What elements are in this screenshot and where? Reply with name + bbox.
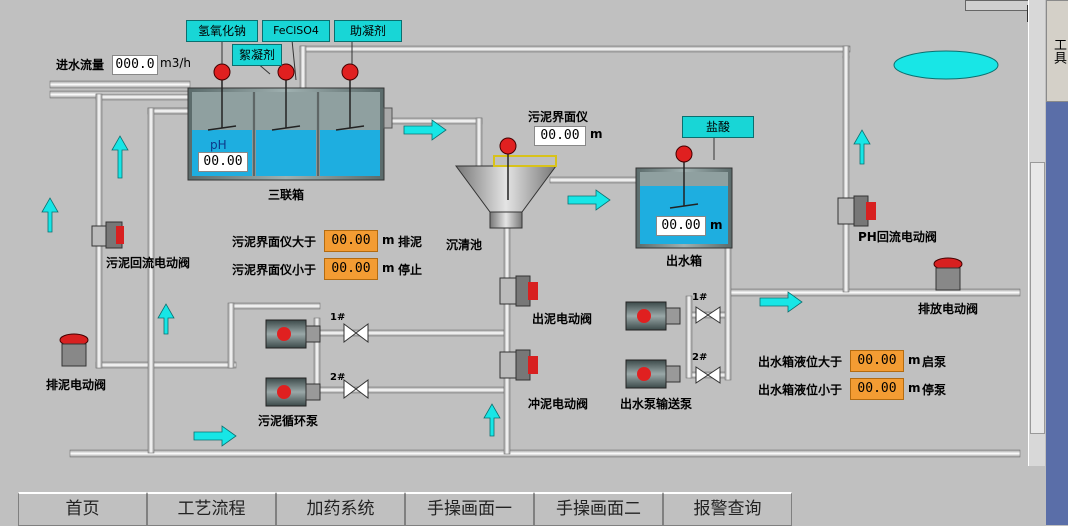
nav-tabs: 首页 工艺流程 加药系统 手操画面一 手操画面二 报警查询 (18, 492, 792, 526)
tab-manual-2[interactable]: 手操画面二 (534, 492, 663, 526)
sludge-low-action: 停止 (398, 263, 423, 277)
level-low-unit: m (908, 381, 921, 395)
level-high-action: 启泵 (922, 355, 947, 369)
sludge-high-action: 排泥 (398, 235, 423, 249)
ph-label: pH (210, 138, 227, 152)
tag-flocculant: 絮凝剂 (232, 44, 282, 66)
level-low-action: 停泵 (922, 383, 947, 397)
tag-naoh: 氢氧化钠 (186, 20, 258, 42)
status-indicator (893, 50, 999, 80)
right-side-panel (1046, 0, 1068, 525)
level-low-label: 出水箱液位小于 (758, 383, 843, 397)
tools-tab[interactable]: 工具 (1046, 0, 1068, 102)
flow-arrows (41, 119, 871, 447)
sludge-high-input[interactable]: 00.00 (324, 230, 378, 252)
level-high-input[interactable]: 00.00 (850, 350, 904, 372)
outlet-tank-label: 出水箱 (666, 254, 703, 268)
scrollbar-thumb[interactable] (1030, 162, 1045, 434)
tab-home[interactable]: 首页 (18, 492, 147, 526)
top-panel (965, 0, 1029, 11)
check-valves (343, 306, 721, 399)
sludge-high-label: 污泥界面仪大于 (232, 235, 317, 249)
outlet-pump1-label: 1# (692, 292, 708, 303)
sludge-pump1-label: 1# (330, 312, 346, 323)
outlet-level-value: 00.00 (656, 216, 706, 236)
clarifier (455, 137, 557, 229)
tag-coag-aid: 助凝剂 (334, 20, 402, 42)
sludge-interface-value: 00.00 (534, 126, 586, 146)
pumps (265, 301, 681, 407)
sludge-low-label: 污泥界面仪小于 (232, 263, 317, 277)
clarifier-label: 沉清池 (446, 238, 483, 252)
tab-alarm-query[interactable]: 报警查询 (663, 492, 792, 526)
triple-tank-label: 三联箱 (268, 188, 305, 202)
ph-value: 00.00 (198, 152, 248, 172)
sludge-low-input[interactable]: 00.00 (324, 258, 378, 280)
level-high-unit: m (908, 353, 921, 367)
sludge-pump-label[interactable]: 污泥循环泵 (258, 414, 319, 428)
tab-dosing-system[interactable]: 加药系统 (276, 492, 405, 526)
flush-valve-label[interactable]: 冲泥电动阀 (528, 397, 589, 411)
inflow-unit: m3/h (160, 56, 191, 70)
outlet-pump2-label: 2# (692, 352, 708, 363)
sludge-interface-label: 污泥界面仪 (528, 110, 589, 124)
tab-manual-1[interactable]: 手操画面一 (405, 492, 534, 526)
vertical-scrollbar[interactable] (1028, 0, 1045, 466)
outlet-pump-label[interactable]: 出水泵输送泵 (620, 397, 693, 411)
level-high-label: 出水箱液位大于 (758, 355, 843, 369)
outlet-level-unit: m (710, 218, 723, 232)
tag-fecl: FeClSO4 (262, 20, 330, 42)
tag-hcl: 盐酸 (682, 116, 754, 138)
sludge-out-valve-label[interactable]: 出泥电动阀 (532, 312, 593, 326)
sludge-low-unit: m (382, 261, 395, 275)
ph-return-valve-label[interactable]: PH回流电动阀 (858, 230, 937, 244)
sludge-discharge-valve-label[interactable]: 排泥电动阀 (46, 378, 107, 392)
tab-process-flow[interactable]: 工艺流程 (147, 492, 276, 526)
sludge-high-unit: m (382, 233, 395, 247)
inflow-value: 000.0 (112, 55, 158, 75)
electric-valves (59, 195, 963, 381)
sludge-pump2-label: 2# (330, 372, 346, 383)
drain-valve-label[interactable]: 排放电动阀 (918, 302, 979, 316)
sludge-interface-unit: m (590, 127, 603, 141)
sludge-return-valve-label[interactable]: 污泥回流电动阀 (106, 256, 191, 270)
inflow-label: 进水流量 (56, 58, 105, 72)
level-low-input[interactable]: 00.00 (850, 378, 904, 400)
